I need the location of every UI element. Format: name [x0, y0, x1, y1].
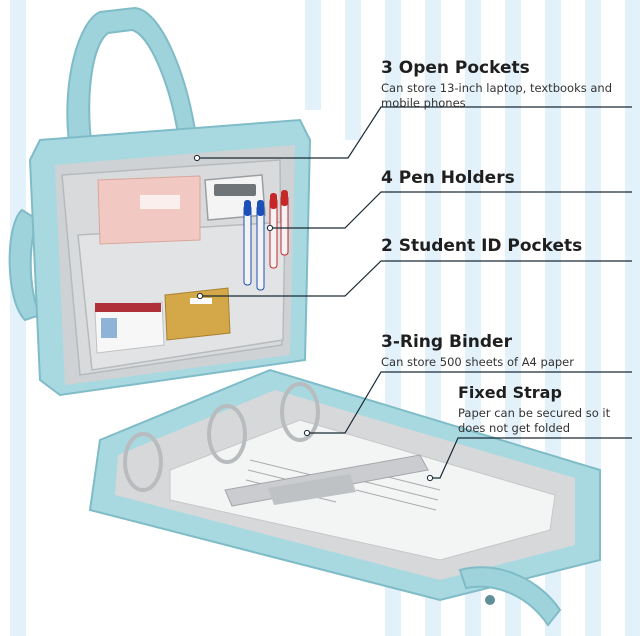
callout-description: Paper can be secured so it does not get … — [458, 406, 611, 435]
callout-title: 3-Ring Binder — [381, 332, 512, 352]
callout-student-id-pockets: 2 Student ID Pockets — [381, 236, 631, 256]
callout-title: 4 Pen Holders — [381, 168, 515, 188]
callout-title: Fixed Strap — [458, 383, 562, 402]
callout-description: Can store 500 sheets of A4 paper — [381, 355, 574, 369]
callout-title: 2 Student ID Pockets — [381, 236, 583, 256]
paper-stack — [169, 419, 556, 561]
callout-ring-binder: 3-Ring Binder Can store 500 sheets of A4… — [381, 332, 631, 370]
callout-pen-holders: 4 Pen Holders — [381, 168, 631, 188]
bottom-handle — [458, 566, 562, 627]
callout-fixed-strap: Fixed Strap Paper can be secured so it d… — [458, 383, 633, 436]
calculator — [204, 174, 266, 221]
callout-title: 3 Open Pockets — [381, 58, 530, 78]
id-card-right — [164, 287, 231, 341]
callout-description: Can store 13-inch laptop, textbooks and … — [381, 81, 613, 110]
side-handle — [8, 208, 42, 322]
strap-end — [268, 474, 356, 505]
binder-rings — [123, 382, 320, 492]
callout-open-pockets: 3 Open Pockets Can store 13-inch laptop,… — [381, 58, 631, 111]
notebook — [97, 175, 201, 245]
